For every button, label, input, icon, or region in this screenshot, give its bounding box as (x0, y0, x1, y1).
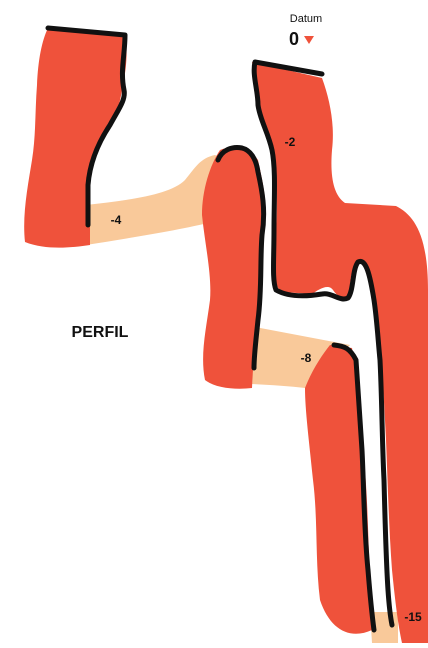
depth-label-minus-4: -4 (111, 213, 122, 227)
datum-value: 0 (289, 29, 299, 49)
profile-title: PERFIL (72, 324, 129, 341)
depth-label-minus-2: -2 (285, 135, 296, 149)
datum-label: Datum (290, 13, 322, 25)
depth-label-minus-8: -8 (301, 351, 312, 365)
depth-label-minus-15: -15 (404, 610, 422, 624)
datum-marker-icon (304, 36, 314, 44)
